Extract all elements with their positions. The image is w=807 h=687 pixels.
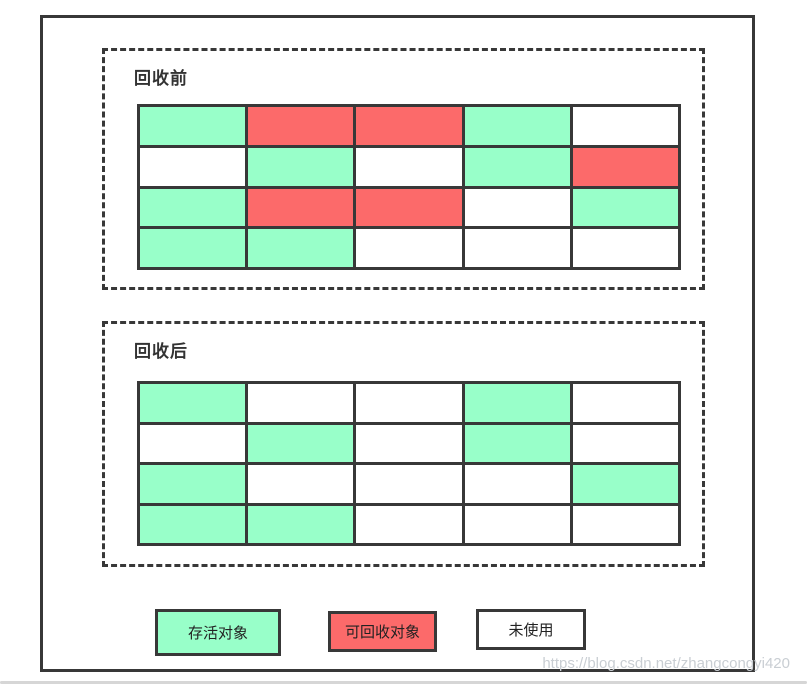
legend-label: 可回收对象 [344, 624, 420, 641]
heap-cell-unused [461, 226, 573, 270]
heap-cell-unused [353, 226, 465, 270]
heap-grid-before [136, 104, 682, 270]
legend-unused: 未使用 [476, 609, 586, 650]
heap-cell-live [136, 185, 249, 230]
legend-live: 存活对象 [155, 609, 281, 656]
heap-cell-unused [569, 104, 682, 148]
heap-cell-unused [569, 226, 682, 270]
watermark-text: https://blog.csdn.net/zhangcongyi420 [542, 655, 790, 672]
heap-cell-live [245, 502, 357, 546]
heap-cell-unused [353, 381, 465, 425]
heap-row [136, 226, 682, 270]
legend-collectable: 可回收对象 [328, 611, 437, 652]
legend-label: 未使用 [508, 622, 554, 639]
heap-cell-collectable [353, 104, 465, 148]
heap-cell-live [136, 226, 249, 270]
heap-cell-unused [136, 144, 249, 189]
bottom-divider [0, 681, 807, 684]
heap-row [136, 421, 682, 465]
heap-cell-unused [569, 502, 682, 546]
heap-cell-live [136, 104, 249, 148]
heap-cell-live [461, 144, 573, 189]
heap-cell-live [569, 462, 682, 506]
heap-row [136, 381, 682, 425]
heap-cell-live [461, 381, 573, 425]
heap-cell-live [461, 421, 573, 465]
panel-before-gc: 回收前 [102, 48, 705, 290]
heap-cell-live [461, 104, 573, 148]
heap-row [136, 144, 682, 189]
heap-cell-unused [461, 462, 573, 506]
heap-cell-unused [461, 502, 573, 546]
heap-cell-collectable [569, 144, 682, 189]
heap-grid-after [136, 381, 682, 546]
heap-cell-live [245, 421, 357, 465]
heap-cell-unused [569, 381, 682, 425]
heap-cell-unused [245, 381, 357, 425]
panel-title-after: 回收后 [134, 342, 188, 361]
heap-cell-live [136, 462, 249, 506]
diagram-outer-frame: 回收前 回收后 [40, 15, 755, 672]
panel-after-gc: 回收后 [102, 321, 705, 567]
heap-row [136, 462, 682, 506]
heap-cell-live [136, 502, 249, 546]
heap-row [136, 185, 682, 230]
heap-row [136, 104, 682, 148]
heap-cell-unused [353, 421, 465, 465]
heap-cell-unused [569, 421, 682, 465]
heap-cell-unused [245, 462, 357, 506]
heap-cell-live [245, 144, 357, 189]
heap-cell-unused [353, 502, 465, 546]
heap-cell-live [136, 381, 249, 425]
heap-cell-unused [353, 144, 465, 189]
heap-cell-live [245, 226, 357, 270]
heap-cell-collectable [245, 185, 357, 230]
heap-cell-unused [461, 185, 573, 230]
heap-cell-collectable [245, 104, 357, 148]
legend-label: 存活对象 [187, 625, 248, 642]
heap-cell-unused [353, 462, 465, 506]
heap-cell-collectable [353, 185, 465, 230]
heap-cell-live [569, 185, 682, 230]
heap-cell-unused [136, 421, 249, 465]
panel-title-before: 回收前 [134, 69, 188, 88]
heap-row [136, 502, 682, 546]
